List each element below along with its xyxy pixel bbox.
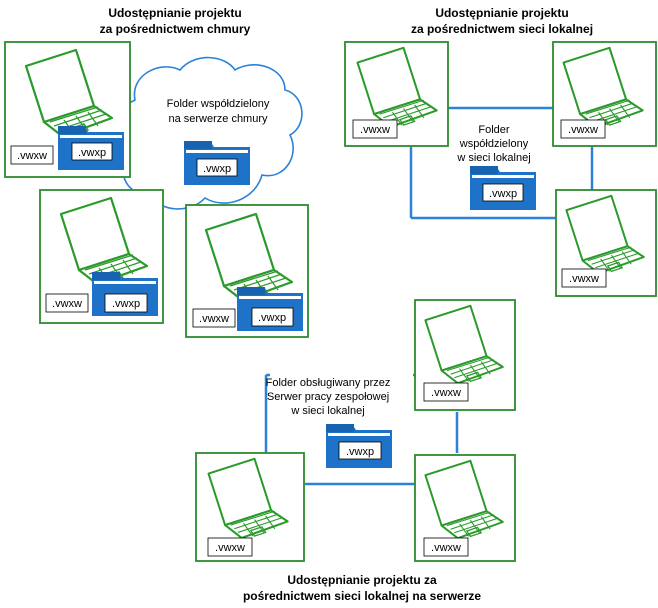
project-file-label: .vwxp bbox=[258, 312, 286, 324]
cloud-computer-2[interactable]: .vwxw .vwxp bbox=[39, 189, 164, 324]
computer-file-label: .vwxw bbox=[17, 150, 47, 162]
cloud-shared-file-label: .vwxp bbox=[203, 163, 231, 175]
file-box bbox=[10, 145, 54, 165]
server-section-title-line1: Udostępnianie projektu za bbox=[287, 573, 437, 587]
lan-folder-label-line2: współdzielony bbox=[459, 138, 529, 150]
cloud-folder-label-line2: na serwerze chmury bbox=[168, 113, 268, 125]
project-file-box bbox=[251, 307, 294, 327]
server-folder-label-line2: Serwer pracy zespołowej bbox=[267, 391, 389, 403]
file-box bbox=[45, 293, 89, 313]
cloud-shape bbox=[115, 56, 303, 210]
lan-section-title-line1: Udostępnianie projektu bbox=[435, 6, 568, 20]
lan-computer-2[interactable]: .vwxw bbox=[552, 41, 657, 147]
computer-file-label: .vwxw bbox=[431, 387, 461, 399]
server-computer-1[interactable]: .vwxw bbox=[414, 299, 516, 411]
file-box bbox=[423, 382, 469, 402]
project-file-label: .vwxp bbox=[112, 298, 140, 310]
computer-file-label: .vwxw bbox=[52, 298, 82, 310]
project-file-label: .vwxp bbox=[78, 147, 106, 159]
cloud-computer-3[interactable]: .vwxw .vwxp bbox=[185, 204, 309, 338]
lan-shared-file-label: .vwxp bbox=[489, 188, 517, 200]
computer-file-label: .vwxw bbox=[215, 542, 245, 554]
computer-file-label: .vwxw bbox=[360, 124, 390, 136]
lan-shared-folder-icon[interactable]: .vwxp bbox=[470, 166, 536, 210]
computer-file-label: .vwxw bbox=[431, 542, 461, 554]
server-folder-label-line1: Folder obsługiwany przez bbox=[266, 377, 391, 389]
server-computer-2[interactable]: .vwxw bbox=[195, 452, 305, 562]
server-shared-file-label: .vwxp bbox=[346, 446, 374, 458]
server-shared-folder-icon[interactable]: .vwxp bbox=[326, 424, 392, 468]
lan-folder-label-line3: w sieci lokalnej bbox=[456, 152, 530, 164]
server-section-title-line2: pośrednictwem sieci lokalnej na serwerze bbox=[243, 589, 481, 603]
file-box bbox=[561, 268, 607, 288]
lan-folder-label-line1: Folder bbox=[478, 124, 510, 136]
file-box bbox=[352, 119, 398, 139]
server-network-links bbox=[264, 373, 459, 486]
cloud-shared-folder-icon[interactable]: .vwxp bbox=[184, 141, 250, 185]
computer-file-label: .vwxw bbox=[569, 273, 599, 285]
server-computer-3[interactable]: .vwxw bbox=[414, 454, 516, 562]
cloud-section-title-line2: za pośrednictwem chmury bbox=[100, 22, 251, 36]
file-box bbox=[192, 308, 236, 328]
project-file-box bbox=[71, 142, 113, 161]
project-file-box bbox=[104, 293, 148, 313]
lan-section-title-line2: za pośrednictwem sieci lokalnej bbox=[411, 22, 593, 36]
computer-file-label: .vwxw bbox=[199, 313, 229, 325]
server-folder-label-line3: w sieci lokalnej bbox=[290, 405, 364, 417]
file-box bbox=[423, 537, 469, 557]
cloud-section-title-line1: Udostępnianie projektu bbox=[108, 6, 241, 20]
file-box bbox=[207, 537, 253, 557]
file-box bbox=[560, 119, 606, 139]
cloud-computer-1[interactable]: .vwxw .vwxp bbox=[4, 41, 131, 178]
lan-computer-1[interactable]: .vwxw bbox=[344, 41, 449, 147]
computer-file-label: .vwxw bbox=[568, 124, 598, 136]
lan-computer-3[interactable]: .vwxw bbox=[555, 189, 657, 297]
cloud-folder-label-line1: Folder współdzielony bbox=[167, 98, 270, 110]
lan-network-links bbox=[409, 106, 594, 220]
